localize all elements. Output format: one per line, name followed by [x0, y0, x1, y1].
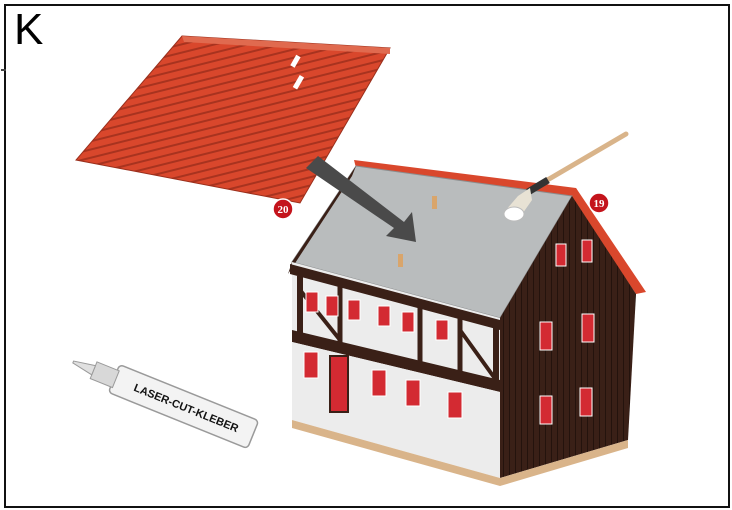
roof-tab — [398, 254, 403, 267]
part-badge-20: 20 — [273, 199, 293, 219]
glue-tube: LASER-CUT-KLEBER — [68, 348, 259, 448]
front-door — [330, 356, 348, 412]
svg-text:20: 20 — [278, 204, 290, 216]
part-badge-19: 19 — [589, 193, 609, 213]
svg-text:19: 19 — [594, 198, 606, 210]
roof-tab — [432, 196, 437, 209]
